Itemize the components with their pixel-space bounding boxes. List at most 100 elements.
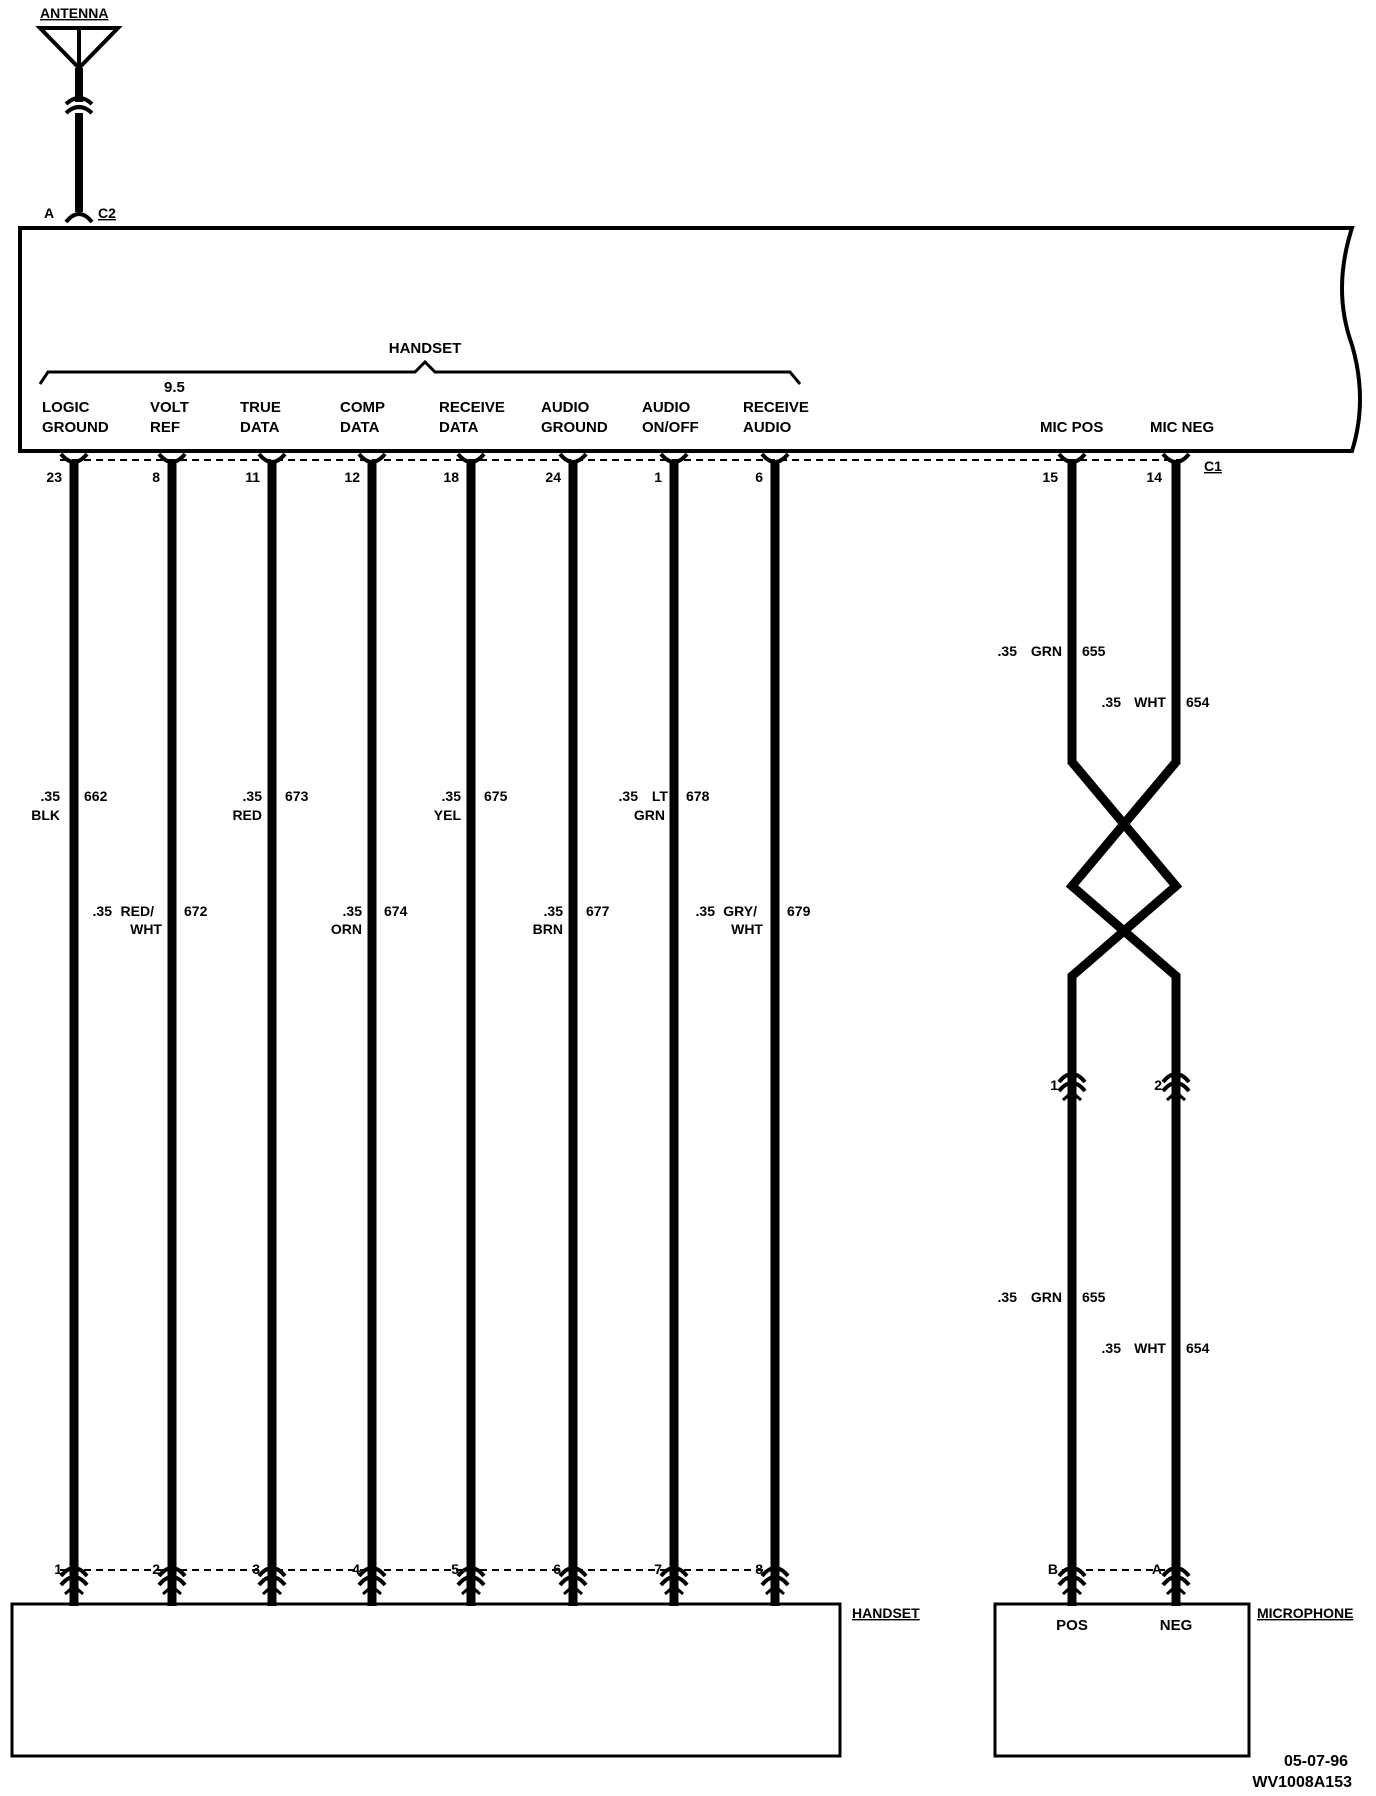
wire-color: BLK — [31, 807, 60, 823]
bottom-pin: 5 — [451, 1561, 459, 1577]
wire-color: BRN — [533, 921, 563, 937]
bottom-pin: 6 — [553, 1561, 561, 1577]
wire-color: YEL — [434, 807, 462, 823]
circuit-label: MIC NEG — [1150, 419, 1214, 436]
circuit-label-line: 9.5 — [164, 379, 185, 396]
bottom-pin: B — [1048, 1561, 1058, 1577]
circuit-number: 662 — [84, 788, 108, 804]
circuit-mic-neg: MIC NEG 14 2 A .35 WHT 654 .35 WHT 654 N… — [1065, 419, 1214, 1634]
top-pin: 15 — [1042, 469, 1058, 485]
circuit-label-line: GROUND — [541, 419, 608, 436]
wire-color: ORN — [331, 921, 362, 937]
circuit-comp-data: COMP DATA 12 4 .35 ORN 674 — [331, 399, 408, 1606]
wire-size: .35 — [544, 903, 564, 919]
bottom-pin: 8 — [755, 1561, 763, 1577]
wire-size: .35 — [41, 788, 61, 804]
wire-size: .35 — [243, 788, 263, 804]
circuit-receive-audio: RECEIVE AUDIO 6 8 .35 GRY/ WHT 679 — [696, 399, 811, 1606]
handset-component-label: HANDSET — [852, 1605, 920, 1621]
handset-circuits: LOGIC GROUND 23 1 .35 BLK 662 9.5 VOLT R… — [31, 379, 811, 1606]
circuit-label-line: DATA — [340, 419, 380, 436]
wire-color: RED — [232, 807, 262, 823]
antenna-label: ANTENNA — [40, 5, 108, 21]
microphone-component-box — [993, 1602, 1251, 1758]
circuit-receive-data: RECEIVE DATA 18 5 .35 YEL 675 — [434, 399, 508, 1606]
top-pin: 24 — [545, 469, 561, 485]
circuit-label-line: COMP — [340, 399, 385, 416]
top-pin: 6 — [755, 469, 763, 485]
wire-color: RED/ — [121, 903, 155, 919]
circuit-label-line: VOLT — [150, 399, 189, 416]
wire-color: GRN — [1031, 643, 1062, 659]
wire-color: WHT — [1134, 1340, 1166, 1356]
circuit-number: 655 — [1082, 1289, 1106, 1305]
top-pin: 8 — [152, 469, 160, 485]
mic-circuits: MIC POS 15 1 B .35 GRN 655 .35 GRN 655 P… — [998, 419, 1215, 1634]
top-pin: 18 — [443, 469, 459, 485]
circuit-label-line: RECEIVE — [439, 399, 505, 416]
circuit-number: 672 — [184, 903, 208, 919]
circuit-audio-ground: AUDIO GROUND 24 6 .35 BRN 677 — [533, 399, 610, 1606]
wire-size: .35 — [998, 643, 1018, 659]
wire-color: GRN — [634, 807, 665, 823]
wire-size: .35 — [343, 903, 363, 919]
circuit-number: 673 — [285, 788, 309, 804]
top-pin: 1 — [654, 469, 662, 485]
microphone-component-label: MICROPHONE — [1257, 1605, 1353, 1621]
circuit-label-line: REF — [150, 419, 180, 436]
antenna-connector: C2 — [98, 205, 116, 221]
circuit-label-line: AUDIO — [743, 419, 792, 436]
device-pin-label: NEG — [1160, 1617, 1193, 1634]
bottom-pin: 7 — [654, 1561, 662, 1577]
top-pin: 23 — [46, 469, 62, 485]
footer-date: 05-07-96 — [1284, 1753, 1348, 1770]
circuit-number: 654 — [1186, 694, 1210, 710]
twisted-wire — [1065, 462, 1181, 1606]
top-pin: 11 — [245, 469, 260, 485]
antenna-icon — [35, 26, 123, 71]
circuit-9-5-volt-ref: 9.5 VOLT REF 8 2 .35 RED/ WHT 672 — [93, 379, 208, 1606]
wire-color: LT — [652, 788, 669, 804]
circuit-logic-ground: LOGIC GROUND 23 1 .35 BLK 662 — [31, 399, 109, 1606]
top-pin: 14 — [1146, 469, 1162, 485]
circuit-label-line: RECEIVE — [743, 399, 809, 416]
antenna-pin: A — [44, 205, 54, 221]
footer-drawing-code: WV1008A153 — [1252, 1774, 1352, 1791]
bottom-pin: 1 — [54, 1561, 62, 1577]
circuit-number: 678 — [686, 788, 710, 804]
wire-size: .35 — [1102, 694, 1122, 710]
circuit-audio-on-off: AUDIO ON/OFF 1 7 .35 LT GRN 678 — [619, 399, 710, 1606]
wire-size: .35 — [93, 903, 113, 919]
circuit-true-data: TRUE DATA 11 3 .35 RED 673 — [232, 399, 309, 1606]
circuit-number: 677 — [586, 903, 610, 919]
bottom-pin: 3 — [252, 1561, 260, 1577]
circuit-label-line: ON/OFF — [642, 419, 699, 436]
circuit-mic-pos: MIC POS 15 1 B .35 GRN 655 .35 GRN 655 P… — [998, 419, 1183, 1634]
wire-color: GRN — [1031, 1289, 1062, 1305]
circuit-number: 654 — [1186, 1340, 1210, 1356]
handset-component-box — [10, 1602, 842, 1758]
twisted-wire — [1067, 462, 1183, 1606]
inline-pin: 2 — [1154, 1077, 1162, 1093]
circuit-label: MIC POS — [1040, 419, 1103, 436]
circuit-label-line: LOGIC — [42, 399, 90, 416]
wire-size: .35 — [619, 788, 639, 804]
device-pin-label: POS — [1056, 1617, 1088, 1634]
wire-size: .35 — [442, 788, 462, 804]
wire-size: .35 — [1102, 1340, 1122, 1356]
circuit-number: 674 — [384, 903, 408, 919]
circuit-label-line: TRUE — [240, 399, 281, 416]
wire-color: WHT — [130, 921, 162, 937]
circuit-number: 675 — [484, 788, 508, 804]
circuit-label-line: DATA — [439, 419, 479, 436]
wire-color: WHT — [731, 921, 763, 937]
bottom-pin: 4 — [352, 1561, 360, 1577]
handset-group-bracket: HANDSET — [38, 340, 802, 385]
top-pin: 12 — [344, 469, 360, 485]
circuit-label-line: GROUND — [42, 419, 109, 436]
antenna: ANTENNA A C2 — [35, 5, 123, 224]
circuit-label-line: DATA — [240, 419, 280, 436]
circuit-label-line: AUDIO — [541, 399, 590, 416]
bottom-pin: 2 — [152, 1561, 160, 1577]
inline-pin: 1 — [1050, 1077, 1058, 1093]
